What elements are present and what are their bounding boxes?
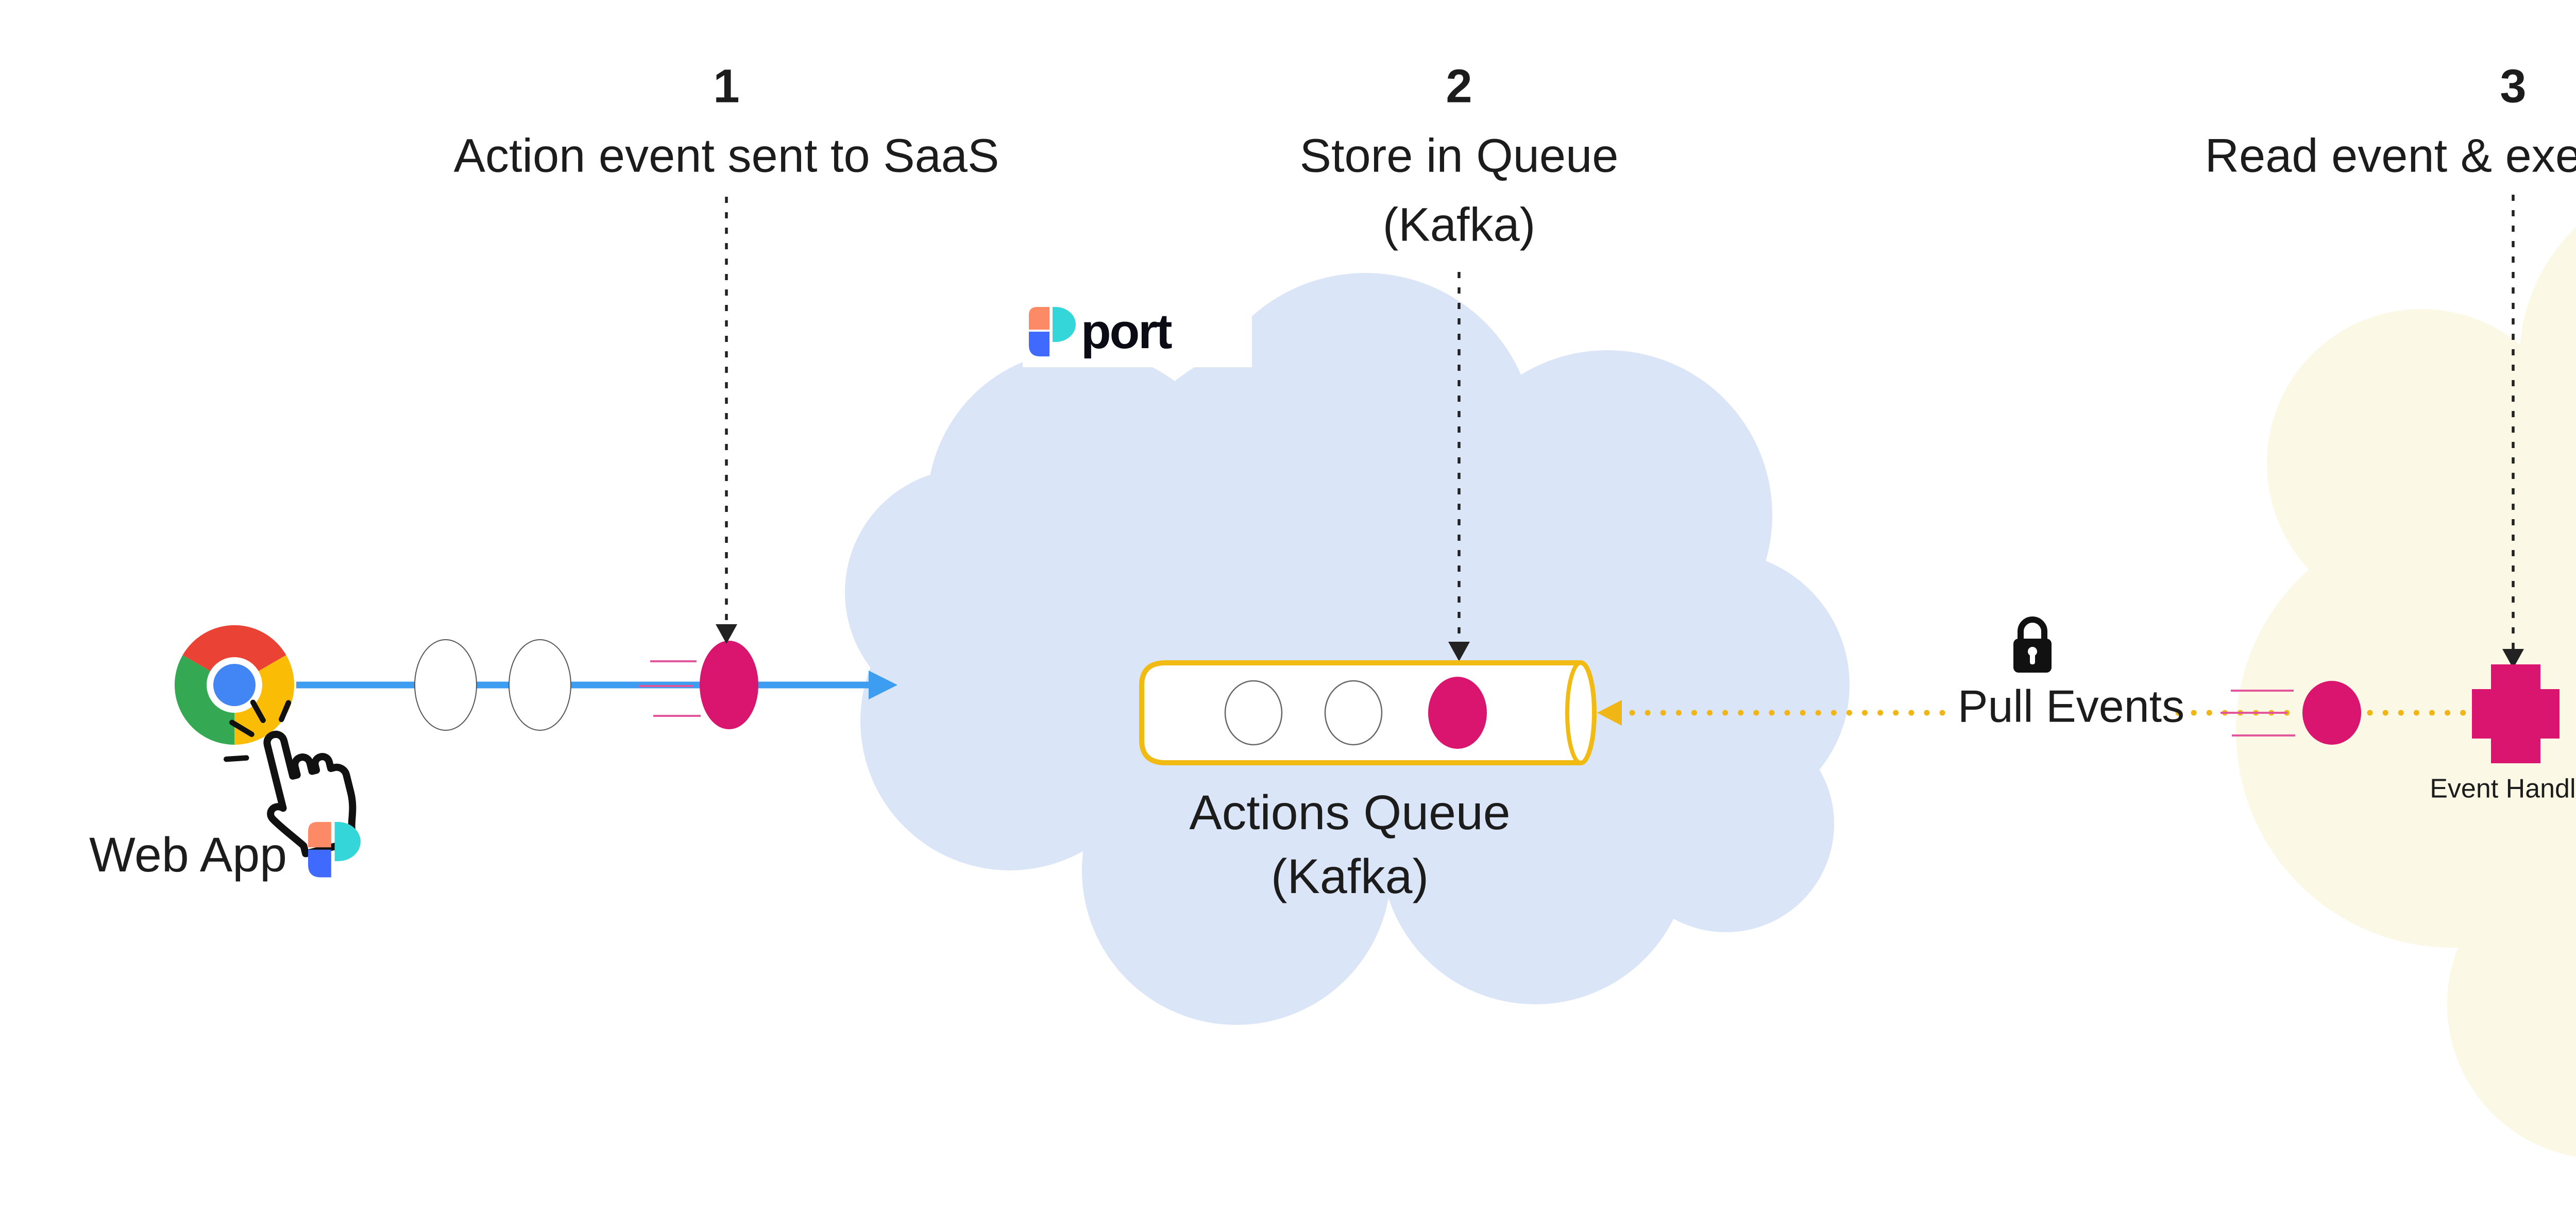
webapp-flow-line [296, 639, 897, 731]
pulled-event-dot [2302, 681, 2361, 745]
port-logo-text: port [1081, 304, 1173, 359]
step-1-number: 1 [713, 60, 740, 113]
port-logo-icon [1029, 307, 1076, 356]
event-handler-label: Event Handler [2430, 774, 2576, 804]
saas-cloud [845, 273, 1850, 1025]
queue-slot [1224, 680, 1283, 746]
port-mini-logo-icon [308, 822, 361, 878]
step-1-label: Action event sent to SaaS [453, 129, 999, 182]
step-arrowheads [716, 624, 2524, 669]
chrome-icon [174, 625, 295, 745]
step-2-label: Store in Queue [1299, 129, 1619, 182]
queue-slot [1324, 680, 1383, 746]
actions-queue-sublabel: (Kafka) [1270, 849, 1429, 904]
runner-cloud [2236, 227, 2576, 1157]
step-2-number: 2 [1446, 60, 1472, 113]
step-3-number: 3 [2500, 60, 2527, 113]
lock-icon [2013, 616, 2052, 673]
event-handler-icon [2472, 664, 2560, 763]
hand-cursor-icon [223, 699, 359, 858]
web-app-label: Web App [89, 827, 287, 882]
pull-events-line [1597, 681, 2470, 745]
flow-arrowhead-icon [869, 671, 897, 699]
queued-event-dot [1428, 677, 1487, 749]
step-arrows [725, 195, 2515, 652]
speed-lines [2221, 690, 2295, 736]
actions-queue-cylinder [1139, 660, 1597, 765]
step-3-label: Read event & execute runner [2205, 129, 2576, 182]
pull-events-label: Pull Events [1957, 680, 2185, 732]
event-dot [700, 641, 758, 729]
pull-arrowhead-icon [1597, 700, 1622, 726]
actions-queue-label: Actions Queue [1189, 785, 1511, 840]
step-2-sublabel: (Kafka) [1382, 198, 1536, 251]
speed-lines [639, 660, 701, 717]
